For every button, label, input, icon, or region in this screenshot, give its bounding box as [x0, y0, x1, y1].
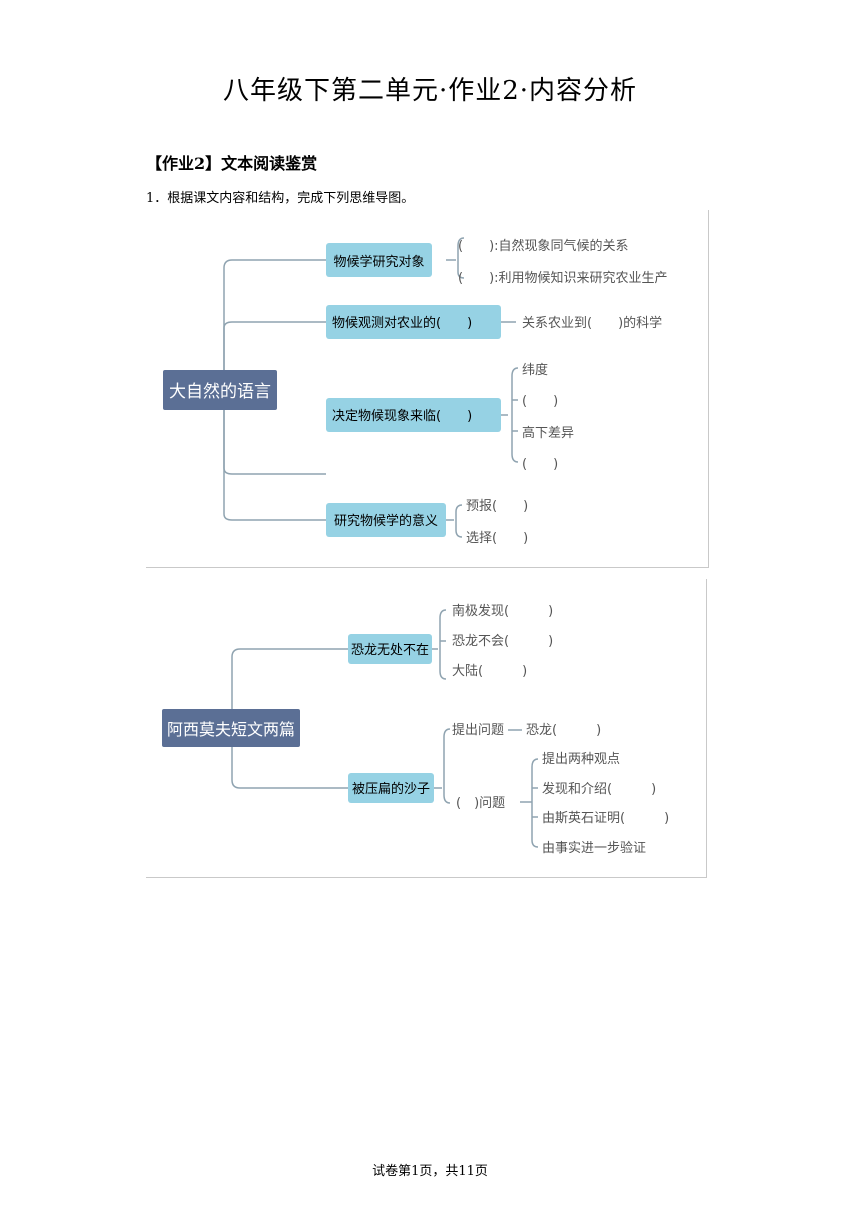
page-footer: 试卷第1页，共11页	[372, 1164, 488, 1179]
leaf-text: 由事实进一步验证	[542, 840, 646, 856]
leaf-text: 提出问题	[452, 722, 504, 738]
page-title: 八年级下第二单元·作业2·内容分析	[222, 76, 638, 106]
branch-label: 研究物候学的意义	[334, 513, 438, 529]
root-label: 阿西莫夫短文两篇	[167, 720, 295, 739]
root-node	[163, 370, 277, 410]
leaf-text: 发现和介绍( )	[542, 781, 656, 797]
root-label: 大自然的语言	[169, 382, 271, 402]
mindmap-nature-language: 大自然的语言 物候学研究对象 物候观测对农业的( ) 决定物候现象来临( ) 研…	[146, 210, 709, 568]
leaf-text: ( )	[522, 457, 558, 472]
question-text: 1．根据课文内容和结构，完成下列思维导图。	[146, 191, 415, 206]
leaf-text: 南极发现( )	[452, 603, 553, 619]
branch-label: 物候观测对农业的( )	[332, 315, 472, 331]
leaf-text: ( )	[522, 394, 558, 409]
leaf-text: 高下差异	[522, 425, 574, 441]
branch-node	[326, 243, 432, 277]
branch-label: 决定物候现象来临( )	[332, 409, 472, 424]
branch-label: 物候学研究对象	[333, 254, 424, 270]
leaf-text: 预报( )	[466, 499, 528, 514]
root-node	[162, 709, 300, 747]
leaf-text: 提出两种观点	[542, 751, 620, 767]
branch-node	[326, 305, 501, 339]
leaf-text: ( )问题	[456, 796, 505, 811]
mindmap-svg: 阿西莫夫短文两篇 恐龙无处不在 被压扁的沙子 南极发现( ) 恐龙不会( ) 大…	[162, 603, 669, 856]
mindmap-asimov: 阿西莫夫短文两篇 恐龙无处不在 被压扁的沙子 南极发现( ) 恐龙不会( ) 大…	[146, 579, 707, 878]
leaf-text: ( ):利用物候知识来研究农业生产	[458, 270, 668, 286]
branch-node	[348, 773, 434, 803]
leaf-text: 关系农业到( )的科学	[522, 315, 662, 331]
branch-label: 恐龙无处不在	[351, 643, 429, 658]
mindmap-svg: 大自然的语言 物候学研究对象 物候观测对农业的( ) 决定物候现象来临( ) 研…	[163, 237, 668, 546]
leaf-text: 纬度	[522, 362, 548, 378]
branch-node	[348, 634, 432, 664]
leaf-text: ( ):自然现象同气候的关系	[458, 238, 629, 254]
section-heading: 【作业2】文本阅读鉴赏	[146, 154, 318, 173]
branch-label: 被压扁的沙子	[352, 781, 430, 797]
leaf-text: 由斯英石证明( )	[542, 811, 669, 826]
connector-lines	[223, 237, 519, 538]
leaf-text: 恐龙( )	[526, 723, 601, 738]
connector-lines	[231, 609, 539, 848]
branch-node	[326, 398, 501, 432]
branch-node	[326, 503, 446, 537]
leaf-text: 大陆( )	[452, 663, 527, 679]
leaf-text: 恐龙不会( )	[452, 634, 553, 649]
leaf-text: 选择( )	[466, 531, 528, 546]
